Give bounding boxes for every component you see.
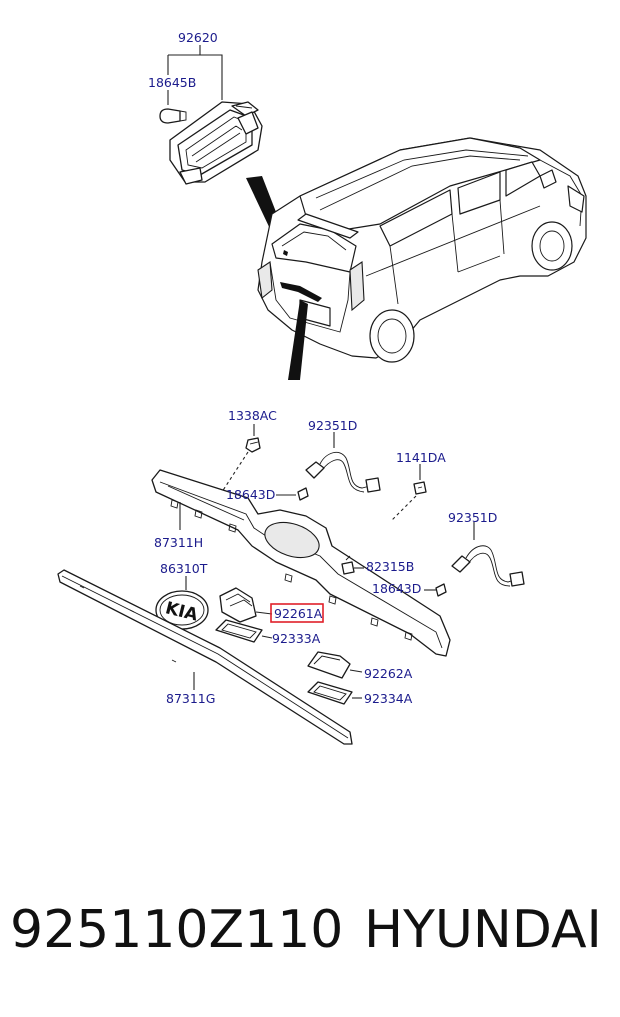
wiring-92351D-upper: [297, 432, 381, 501]
vehicle-illustration: [257, 137, 587, 363]
garnish-87311G: [57, 569, 353, 745]
clip-82315B: [341, 555, 355, 575]
part-number: 925110Z110: [10, 900, 344, 960]
label-92620: 92620: [178, 30, 218, 45]
label-86310T: 86310T: [160, 561, 208, 576]
label-18643D-right: 18643D: [372, 581, 421, 596]
label-1338AC: 1338AC: [228, 408, 277, 423]
lamp-housing-92262A: [307, 651, 363, 679]
wiring-92351D-right: [435, 522, 525, 597]
label-92351D-upper: 92351D: [308, 418, 357, 433]
label-92334A: 92334A: [364, 691, 413, 706]
lamp-housing-92261A: [219, 587, 273, 623]
highlight-box: [270, 603, 324, 623]
parts-diagram: KIA 92620 18645B 1338AC 92351D 1141DA: [57, 30, 587, 745]
label-92262A: 92262A: [364, 666, 413, 681]
label-1141DA: 1141DA: [396, 450, 446, 465]
screw-1141DA: [391, 464, 427, 521]
garnish-87311H: [151, 469, 451, 657]
label-18643D-upper: 18643D: [226, 487, 275, 502]
label-92261A: 92261A: [274, 606, 323, 621]
lens-92334A: [307, 681, 362, 705]
lens-92333A: [215, 619, 273, 643]
label-82315B: 82315B: [366, 559, 414, 574]
label-18645B: 18645B: [148, 75, 196, 90]
part-labels: 92620 18645B 1338AC 92351D 1141DA 18643D…: [148, 30, 497, 706]
brand-name: HYUNDAI: [364, 900, 602, 960]
label-87311H: 87311H: [154, 535, 203, 550]
emblem-86310T: KIA: [155, 576, 209, 630]
footer: 925110Z110 HYUNDAI: [0, 900, 620, 980]
lamp-assembly-92620: [159, 45, 263, 185]
label-87311G: 87311G: [166, 691, 215, 706]
bulb-18645B: [159, 108, 187, 124]
label-92351D-right: 92351D: [448, 510, 497, 525]
label-92333A: 92333A: [272, 631, 321, 646]
clip-1338AC: [217, 424, 261, 499]
